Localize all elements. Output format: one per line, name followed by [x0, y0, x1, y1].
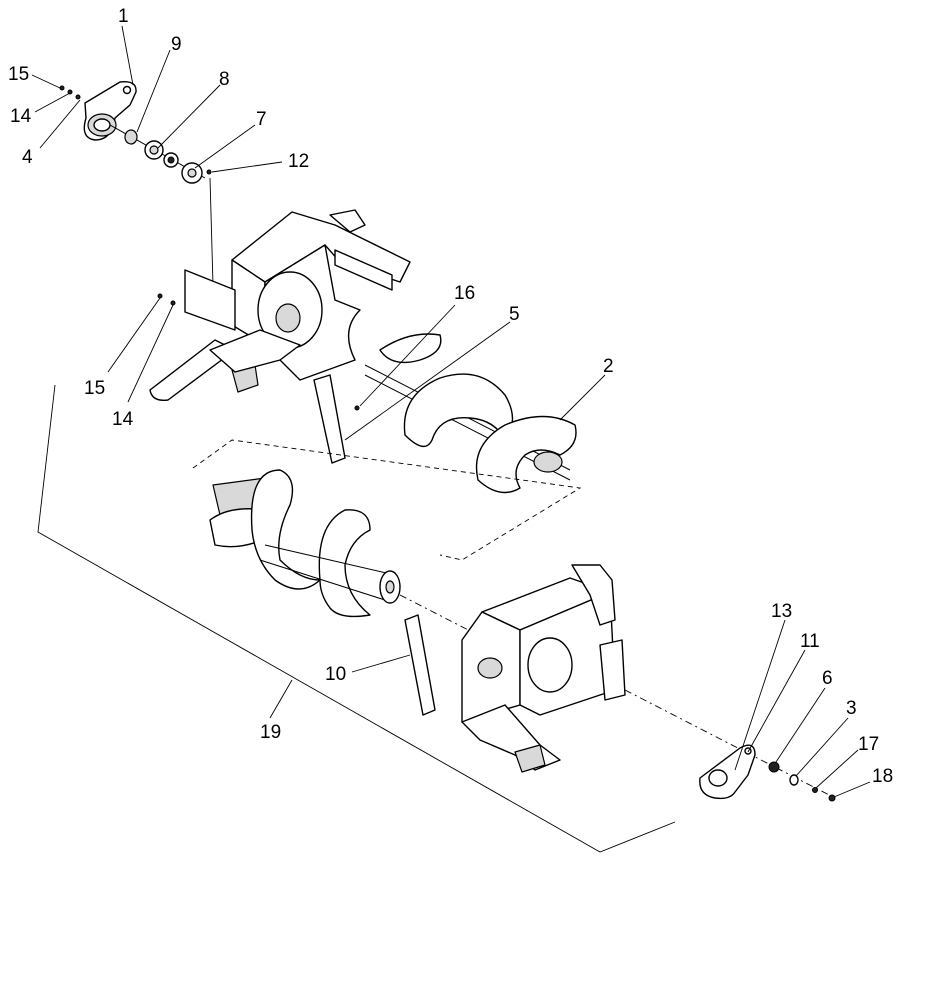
callout-15-mid: 15: [84, 378, 105, 399]
right-shaft-centerline: [624, 689, 836, 799]
lower-shaft-centerline: [399, 594, 479, 636]
lower-auger-housing: [461, 564, 626, 773]
callout-4: 4: [22, 147, 33, 168]
callout-1: 1: [118, 6, 129, 27]
callout-9: 9: [171, 34, 182, 55]
callout-19: 19: [260, 722, 281, 743]
callout-16: 16: [454, 283, 475, 304]
shaft-centerline-upper: [209, 177, 233, 291]
callout-2: 2: [603, 356, 614, 377]
callout-13: 13: [771, 601, 792, 622]
lower-wear-strip: [404, 614, 436, 716]
bearing-stack: [109, 124, 212, 184]
upper-wear-strip: [313, 374, 346, 464]
callout-10: 10: [325, 664, 346, 685]
fastener-16: [354, 405, 360, 411]
callout-8: 8: [219, 69, 230, 90]
callout-18: 18: [872, 766, 893, 787]
callout-14-top: 14: [10, 106, 32, 127]
upper-auger: [364, 333, 577, 494]
callout-3: 3: [846, 698, 857, 719]
callout-labels: 1 9 8 7 12 15 14 4 16 5 2 15 14 10 19 13…: [8, 6, 893, 787]
assembly-boundary-dashed: [192, 439, 582, 561]
upper-fastener-14: [170, 300, 176, 306]
upper-fastener-15: [157, 293, 163, 299]
callout-17: 17: [858, 734, 879, 755]
callout-15-top: 15: [8, 64, 29, 85]
leader-lines: [31, 25, 871, 853]
callout-6: 6: [822, 668, 833, 689]
right-bearing-plate: [699, 744, 756, 800]
callout-12: 12: [288, 151, 309, 172]
callout-5: 5: [509, 304, 520, 325]
lower-auger: [209, 469, 401, 618]
right-hardware-stack: [768, 761, 836, 802]
callout-14-mid: 14: [112, 409, 134, 430]
left-bearing-plate: [83, 81, 137, 141]
callout-7: 7: [256, 109, 267, 130]
upper-auger-housing: [149, 209, 411, 401]
callout-11: 11: [800, 631, 820, 652]
